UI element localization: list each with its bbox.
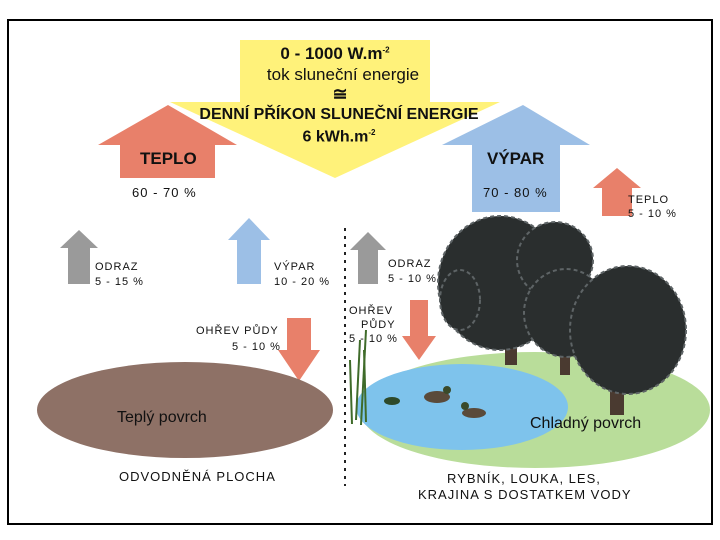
heat-big-label: TEPLO: [140, 149, 197, 168]
drained-area-caption: ODVODNĚNÁ PLOCHA: [119, 469, 276, 484]
solar-flux-value: 0 - 1000 W.m-2: [280, 44, 390, 63]
reflection-left-arrow: [60, 230, 98, 284]
wet-landscape-caption-2: KRAJINA S DOSTATKEM VODY: [418, 487, 632, 502]
soil-heating-right-arrow: [402, 300, 436, 360]
heat-small-arrow: [593, 168, 641, 216]
soil-heating-right-label-1: OHŘEV: [349, 305, 394, 317]
soil-heating-left-label: OHŘEV PŮDY: [196, 325, 279, 337]
wet-landscape-caption-1: RYBNÍK, LOUKA, LES,: [447, 471, 601, 486]
evaporation-left-value: 10 - 20 %: [274, 276, 331, 288]
evaporation-big-value: 70 - 80 %: [483, 185, 548, 200]
solar-flux-label: tok sluneční energie: [266, 65, 420, 84]
evaporation-big-arrow: [442, 105, 590, 212]
evaporation-big-label: VÝPAR: [487, 149, 545, 168]
evaporation-left-arrow: [228, 218, 270, 284]
heat-small-value: 5 - 10 %: [628, 208, 677, 220]
drained-field: [37, 362, 333, 458]
daily-input-value: 6 kWh.m-2: [302, 128, 376, 146]
ducks: [384, 386, 486, 418]
heat-big-value: 60 - 70 %: [132, 185, 197, 200]
soil-heating-right-value: 5 - 10 %: [349, 333, 398, 345]
heat-small-label: TEPLO: [628, 194, 670, 206]
approx-symbol: ≅: [332, 84, 348, 104]
tree-crowns: [437, 215, 687, 395]
soil-heating-left-value: 5 - 10 %: [232, 341, 281, 353]
solar-energy-arrow: [170, 40, 500, 178]
warm-surface-label: Teplý povrch: [117, 409, 207, 426]
soil-heating-right-label-2: PŮDY: [361, 319, 396, 331]
soil-heating-left-arrow: [278, 318, 320, 381]
evaporation-left-label: VÝPAR: [274, 261, 316, 273]
reflection-right-label: ODRAZ: [388, 258, 432, 270]
cold-surface-label: Chladný povrch: [530, 415, 642, 432]
reeds: [349, 329, 367, 426]
heat-big-arrow: [98, 105, 237, 178]
daily-input-label: DENNÍ PŘÍKON SLUNEČNÍ ENERGIE: [199, 106, 479, 123]
reflection-right-value: 5 - 10 %: [388, 273, 437, 285]
reflection-right-arrow: [350, 232, 386, 284]
reflection-left-label: ODRAZ: [95, 261, 139, 273]
reflection-left-value: 5 - 15 %: [95, 276, 144, 288]
